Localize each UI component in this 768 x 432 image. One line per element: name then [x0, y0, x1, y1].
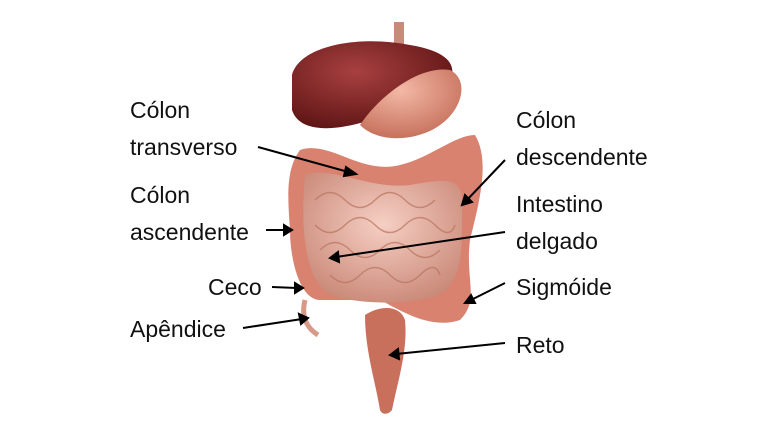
label-colon-descendente: Cólon descendente — [516, 102, 648, 176]
liver — [292, 41, 453, 129]
label-intestino-delgado: Intestino delgado — [516, 186, 603, 260]
appendix — [301, 299, 320, 338]
label-sigmoide: Sigmóide — [516, 274, 612, 300]
stomach — [360, 69, 462, 139]
label-line: ascendente — [130, 219, 249, 245]
label-line: transverso — [130, 134, 238, 160]
esophagus — [394, 22, 404, 62]
label-apendice: Apêndice — [130, 316, 226, 342]
rectum — [365, 308, 406, 414]
label-line: Cólon — [516, 107, 577, 133]
label-line: Cólon — [130, 182, 191, 208]
label-reto: Reto — [516, 332, 565, 358]
label-line: Intestino — [516, 191, 603, 217]
label-line: delgado — [516, 228, 598, 254]
label-line: descendente — [516, 144, 648, 170]
label-arrows — [242, 146, 506, 361]
label-colon-ascendente: Cólon ascendente — [130, 177, 249, 251]
label-line: Cólon — [130, 97, 191, 123]
small-intestine — [303, 172, 463, 303]
label-colon-transverso: Cólon transverso — [130, 92, 237, 166]
label-ceco: Ceco — [208, 274, 262, 300]
